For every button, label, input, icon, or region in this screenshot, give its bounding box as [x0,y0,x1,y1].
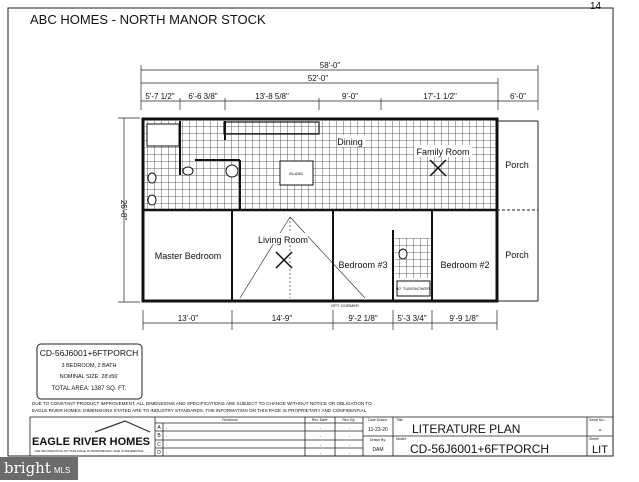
sheet-number: LIT [592,444,608,456]
rev-letter: A [157,425,161,431]
room-porch-top: Porch [505,160,529,170]
depth-dimension-line [118,117,140,303]
rev-letter: B [157,433,161,439]
rev-by-header: Rev. By: [343,418,356,422]
info-nominal-size: NOMINAL SIZE: 28'x56' [60,374,119,380]
rev-date-header: Rev. Date: [312,418,328,422]
vault-lines [239,216,366,299]
rev-date: . [320,442,321,448]
serial-number: - [598,425,601,436]
room-family: Family Room [416,147,469,157]
info-model: CD-56J6001+6FTPORCH [40,348,139,358]
dim-top-3: 13'-8 5/8" [255,92,289,101]
logo-text: EAGLE RIVER HOMES [32,436,150,448]
rev-text: . [166,425,167,431]
sheet-label: Sheet: [589,437,599,441]
label-bg [337,135,365,147]
page-number: 14 [590,1,602,12]
watermark-brand: bright [4,459,51,477]
rev-letter: D [157,450,161,456]
disclaimer-line-2: EAGLE RIVER HOMES. DIMENSIONS STATED ARE… [32,408,367,413]
logo-roof-icon [94,420,151,433]
rev-date: . [320,433,321,439]
drawn-by-label: Drawn By: [370,438,386,442]
label-bg [414,145,472,157]
revision-rows: A . . . B . . . C . . . D . . . [157,425,350,456]
title-block-grid [29,416,614,457]
logo-tagline: THE INFORMATION ON THIS PAGE IS PROPRIET… [34,449,144,453]
dim-bottom-1: 13'-0" [178,314,199,323]
rev-by: . [349,450,350,456]
dim-top-4: 9'-0" [342,92,358,101]
room-living: Living Room [258,235,308,245]
dim-bottom-2: 14'-9" [272,314,293,323]
rev-by: . [349,433,350,439]
dim-bottom-5: 9'-9 1/8" [449,314,478,323]
porch-outline [497,120,539,302]
dim-top-5: 17'-1 1/2" [423,92,457,101]
revisions-header: Revisions [222,418,237,422]
dim-bottom-4: 5'-3 3/4" [397,314,426,323]
date-drawn: 11-23-20 [368,427,388,433]
bath-fixtures [146,123,431,297]
dim-bottom-3: 9'-2 1/8" [348,314,377,323]
top-dimension-lines [140,65,539,110]
room-dining: Dining [337,137,363,147]
header-title: ABC HOMES - NORTH MANOR STOCK [30,12,266,27]
rev-letter: C [157,442,161,448]
room-porch-bottom: Porch [505,250,529,260]
rev-by: . [349,442,350,448]
room-master-bedroom: Master Bedroom [155,251,222,261]
dim-overall: 52'-0" [308,74,329,83]
model-info-box [36,343,143,400]
dim-top-6: 6'-0" [510,92,526,101]
plan-title: LITERATURE PLAN [412,422,520,436]
dim-top-1: 5'-7 1/2" [145,92,174,101]
dim-depth: 26'-8" [119,200,128,221]
serial-label: Serial No.: [589,418,605,422]
date-drawn-label: Date Drawn: [368,418,387,422]
rev-by: . [349,425,350,431]
info-total-area: TOTAL AREA: 1387 SQ. FT. [52,386,127,392]
bottom-dimension-lines [142,310,498,330]
drawn-by: DAM [372,447,383,453]
plan-model: CD-56J6001+6FTPORCH [410,442,549,456]
opt-dormer-label: OPT. DORMER [331,303,359,308]
dim-top-2: 6'-6 3/8" [188,92,217,101]
room-bedroom-2: Bedroom #2 [440,260,489,270]
disclaimer-line-1: DUE TO CONSTANT PRODUCT IMPROVEMENT, ALL… [32,401,372,406]
info-beds-baths: 3 BEDROOM, 2 BATH [62,363,117,369]
kitchen-island [279,160,314,186]
rev-text: . [166,450,167,456]
rev-date: . [320,425,321,431]
tile-floor-area [145,121,495,209]
watermark-suffix: MLS [53,466,71,475]
rev-text: . [166,442,167,448]
rev-date: . [320,450,321,456]
title-label: Title: [396,418,403,422]
island-label: ISLAND [289,171,304,176]
tub-label: 60" TUB/SHOWER [396,286,430,291]
rev-text: . [166,433,167,439]
label-bg [258,233,308,244]
dim-overall-with-porch: 58'-0" [320,61,341,70]
ceiling-fan-icon [275,159,447,269]
model-label: Model: [396,437,407,441]
room-bedroom-3: Bedroom #3 [338,260,387,270]
